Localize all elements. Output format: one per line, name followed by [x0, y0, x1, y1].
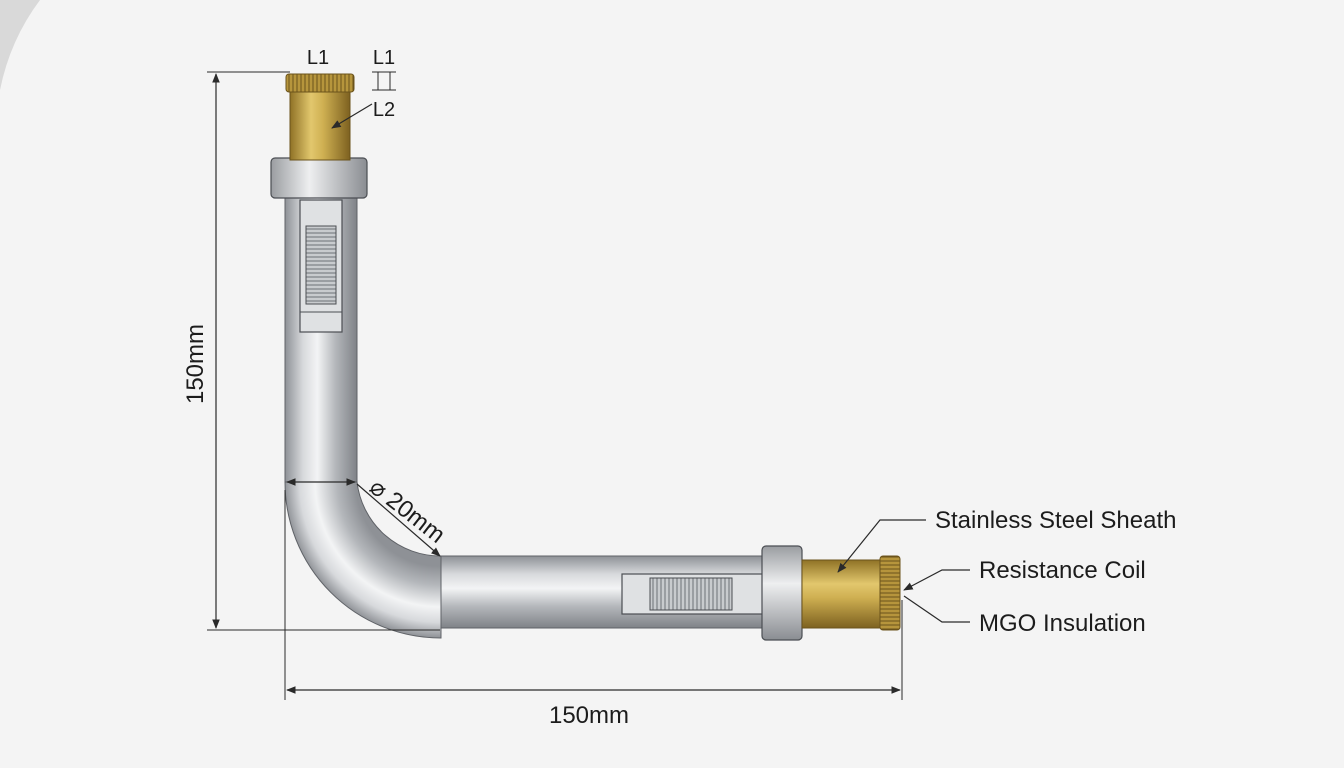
right-collar [761, 545, 803, 641]
right-brass-terminal [801, 559, 881, 629]
horizontal-dimension-label: 150mm [549, 702, 629, 729]
top-collar [270, 157, 368, 199]
insulation-callout-label: MGO Insulation [979, 610, 1146, 637]
sheath-callout-leader [837, 519, 926, 573]
vertical-dimension-label: 150mm [182, 324, 209, 404]
corner-shade [0, 0, 40, 90]
top-right-label-1: L1 [373, 47, 395, 69]
top-terminal-fitting [270, 73, 368, 199]
l2-leader [331, 103, 373, 129]
vertical-dimension [207, 71, 440, 631]
top-small-dimension [372, 71, 396, 91]
resistance-coil-vertical [299, 199, 343, 333]
right-terminal-fitting [761, 545, 901, 641]
sheath-callout-label: Stainless Steel Sheath [935, 507, 1177, 534]
top-left-label: L1 [307, 47, 329, 69]
horizontal-dimension [284, 490, 903, 700]
top-brass-terminal [289, 89, 351, 161]
coil-callout-label: Resistance Coil [979, 557, 1146, 584]
top-knurled-cap [285, 73, 355, 93]
insulation-callout-leader [903, 595, 970, 623]
right-knurled-cap [879, 555, 901, 631]
coil-callout-leader [903, 569, 970, 591]
top-right-label-2: L2 [373, 99, 395, 121]
sheath-tube [284, 191, 766, 639]
resistance-coil-horizontal [621, 573, 765, 615]
diameter-dimension [286, 478, 441, 557]
